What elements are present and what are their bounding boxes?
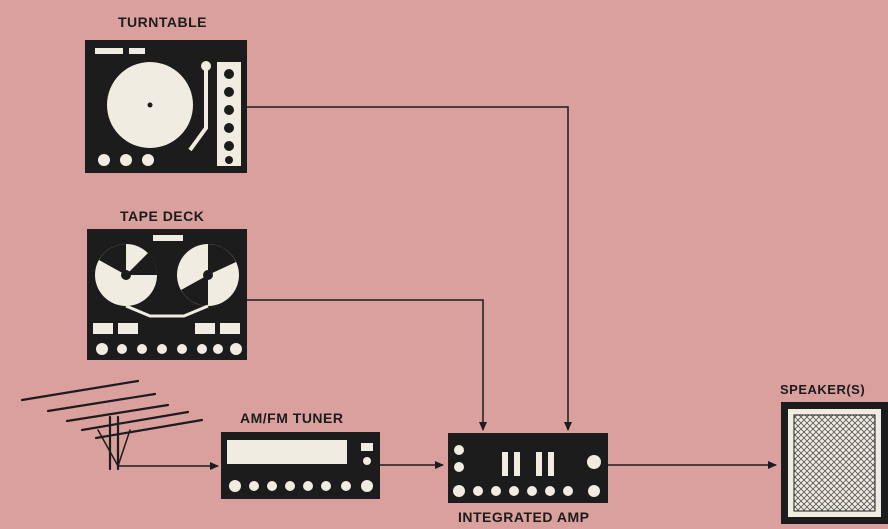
- tonearm-pivot-icon: [201, 61, 211, 71]
- tuner-dial-window: [227, 440, 347, 464]
- connection-turntable-to-amp: [245, 107, 568, 430]
- tape-deck-unit: [87, 229, 247, 360]
- integrated-amp-unit: [448, 433, 608, 503]
- am-fm-tuner-unit: [221, 432, 380, 499]
- connection-tape-deck-to-amp: [247, 300, 483, 430]
- antenna-icon: [22, 381, 202, 469]
- left-reel-icon: [95, 244, 157, 306]
- right-reel-icon: [177, 244, 239, 306]
- speaker-unit: [781, 402, 888, 524]
- speaker-grille: [794, 415, 875, 511]
- turntable-unit: [85, 40, 247, 173]
